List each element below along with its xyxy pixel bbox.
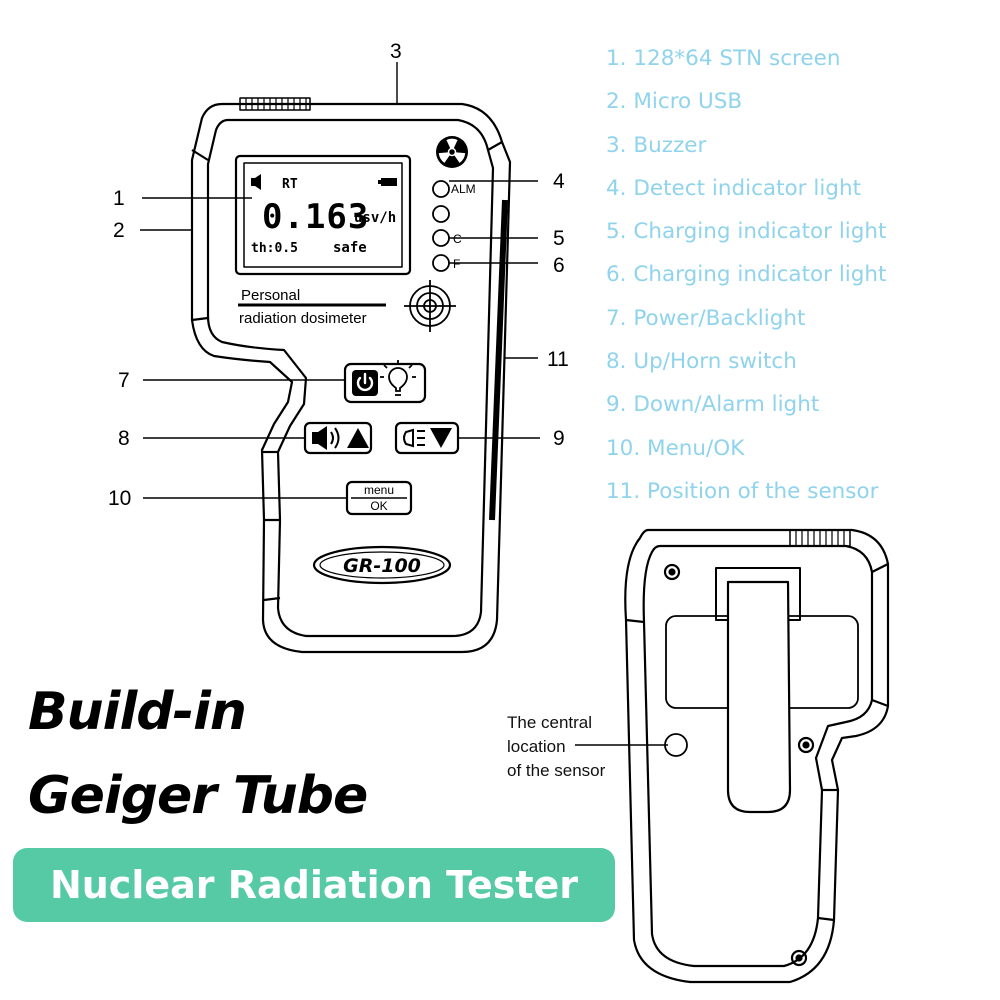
legend-list: 1. 128*64 STN screen 2. Micro USB 3. Buz…	[606, 42, 986, 518]
up-arrow-icon	[347, 428, 369, 448]
panel-text-personal: Personal	[241, 287, 300, 304]
menu-label: menu	[364, 483, 394, 497]
belt-clip	[726, 580, 792, 814]
screen-threshold: th:0.5	[251, 241, 298, 256]
legend-item-9: 9. Down/Alarm light	[606, 392, 820, 418]
screen-bezel	[234, 154, 412, 276]
led-alm	[432, 180, 450, 198]
callout-3: 3	[390, 40, 402, 63]
callout-8: 8	[118, 427, 130, 450]
crosshair-icon	[404, 280, 456, 332]
callout-10: 10	[108, 487, 131, 510]
callout-5: 5	[553, 227, 565, 250]
screen-status: safe	[333, 240, 367, 256]
panel-text: Personal radiation dosimeter	[239, 287, 367, 327]
callout-1: 1	[113, 187, 125, 210]
callout-numbers: 1 2 3 4 5 6 11 7 8 9 10	[108, 40, 569, 510]
power-backlight-button	[343, 362, 427, 404]
model-badge	[312, 545, 452, 585]
alarm-light-icon	[403, 428, 425, 448]
radiation-icon	[436, 136, 468, 168]
legend-item-3: 3. Buzzer	[606, 132, 707, 158]
led-labels: ALM C F	[451, 182, 476, 271]
panel-text-dosimeter: radiation dosimeter	[239, 310, 367, 327]
back-view	[624, 528, 890, 984]
callout-2: 2	[113, 219, 125, 242]
screw-bottom-right	[790, 949, 808, 967]
down-arrow-icon	[430, 428, 452, 448]
speaker-icon-small	[251, 174, 261, 190]
menu-button-text: menu OK	[364, 483, 394, 513]
screen-text: RT 0.163 usv/h th:0.5 safe	[251, 177, 396, 256]
down-alarm-button	[394, 421, 460, 455]
led-f	[432, 254, 450, 272]
led-label-alm: ALM	[451, 182, 476, 196]
leader-lines	[140, 62, 668, 746]
screw-mid-right	[797, 736, 815, 754]
led-blank	[432, 205, 450, 223]
sensor-note: The central location of the sensor	[507, 711, 647, 783]
legend-item-7: 7. Power/Backlight	[606, 305, 806, 331]
legend-item-5: 5. Charging indicator light	[606, 219, 887, 245]
screen-reading: 0.163	[262, 197, 369, 237]
screw-top-left	[663, 563, 681, 581]
product-badge: Nuclear Radiation Tester	[13, 848, 615, 922]
speaker-icon	[312, 426, 340, 450]
legend-item-2: 2. Micro USB	[606, 89, 743, 115]
front-view	[190, 97, 512, 654]
callout-4: 4	[553, 170, 565, 193]
callout-7: 7	[118, 369, 130, 392]
ok-label: OK	[370, 499, 387, 513]
sensor-position-marker	[664, 733, 688, 757]
legend-item-1: 1. 128*64 STN screen	[606, 46, 841, 71]
callout-9: 9	[553, 427, 565, 450]
screen-display	[243, 162, 403, 268]
power-icon	[352, 370, 378, 396]
headline-line-2: Geiger Tube	[28, 766, 368, 826]
screen-mode: RT	[282, 177, 298, 192]
led-c	[432, 229, 450, 247]
legend-item-11: 11. Position of the sensor	[606, 478, 879, 504]
headline-line-1: Build-in	[28, 682, 247, 742]
led-label-f: F	[453, 257, 460, 271]
legend-item-10: 10. Menu/OK	[606, 435, 745, 461]
callout-11: 11	[547, 348, 569, 371]
screen-unit: usv/h	[354, 210, 396, 226]
battery-icon	[378, 178, 397, 186]
model-label: GR-100	[343, 555, 421, 577]
sensor-note-line-1: The central	[507, 713, 593, 732]
led-label-c: C	[453, 232, 462, 246]
back-body-inner	[642, 544, 874, 968]
legend-item-6: 6. Charging indicator light	[606, 262, 887, 288]
back-body-outer	[624, 528, 890, 984]
legend-item-8: 8. Up/Horn switch	[606, 349, 797, 375]
legend-item-4: 4. Detect indicator light	[606, 175, 861, 201]
bulb-icon	[380, 360, 416, 396]
sensor-note-line-3: of the sensor	[507, 761, 606, 780]
callout-6: 6	[553, 254, 565, 277]
sensor-note-line-2: location	[507, 737, 566, 756]
